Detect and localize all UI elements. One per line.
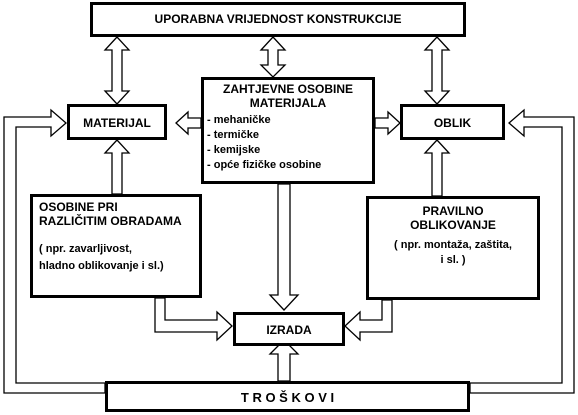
obrade-note-2: hladno oblikovanje i sl.) <box>39 260 164 272</box>
troskovi-text: T R O Š K O V I <box>240 390 335 405</box>
zahtjevne-item-1: - mehaničke <box>207 114 271 126</box>
arrow-oblikovanje-izrada <box>344 299 393 342</box>
materijal-text: MATERIJAL <box>83 116 151 130</box>
arrow-title-oblik <box>423 36 451 105</box>
oblikovanje-box: PRAVILNO OBLIKOVANJE ( npr. montaža, zaš… <box>366 196 540 300</box>
arrow-troskovi-oblik <box>469 108 575 394</box>
oblikovanje-note-2: i sl. ) <box>440 254 466 266</box>
zahtjevne-item-2: - termičke <box>207 129 259 141</box>
arrow-zahtjevne-oblik <box>374 110 401 136</box>
arrow-troskovi-materijal <box>3 108 106 394</box>
arrow-obrade-izrada <box>154 297 233 342</box>
zahtjevne-heading-2: MATERIJALA <box>249 96 327 110</box>
oblik-text: OBLIK <box>433 116 472 130</box>
oblikovanje-note-1: ( npr. montaža, zaštita, <box>394 239 512 251</box>
arrow-obrade-materijal <box>103 139 131 195</box>
arrow-troskovi-izrada <box>268 339 300 382</box>
zahtjevne-box: ZAHTJEVNE OSOBINE MATERIJALA - mehaničke… <box>201 77 375 184</box>
zahtjevne-heading-1: ZAHTJEVNE OSOBINE <box>222 82 354 96</box>
obrade-box: OSOBINE PRI RAZLIČITIM OBRADAMA ( npr. z… <box>30 194 202 298</box>
arrow-title-materijal <box>103 36 131 105</box>
obrade-note-1: ( npr. zavarljivost, <box>39 243 132 255</box>
zahtjevne-item-4: - opće fizičke osobine <box>207 159 322 171</box>
title-text: UPORABNA VRIJEDNOST KONSTRUKCIJE <box>154 12 402 26</box>
oblikovanje-line-2: OBLIKOVANJE <box>410 218 496 232</box>
title-box: UPORABNA VRIJEDNOST KONSTRUKCIJE <box>90 2 466 37</box>
zahtjevne-item-3: - kemijske <box>207 144 261 156</box>
oblikovanje-line-1: PRAVILNO <box>422 204 484 218</box>
izrada-box: IZRADA <box>233 312 345 346</box>
troskovi-box: T R O Š K O V I <box>105 381 470 412</box>
obrade-line-2: RAZLIČITIM OBRADAMA <box>39 214 182 228</box>
obrade-line-1: OSOBINE PRI <box>39 200 118 214</box>
materijal-box: MATERIJAL <box>67 104 167 140</box>
arrow-title-zahtjevne <box>259 36 287 78</box>
izrada-text: IZRADA <box>266 323 312 337</box>
oblik-box: OBLIK <box>400 104 505 140</box>
arrow-zahtjevne-izrada <box>268 183 300 311</box>
arrow-oblikovanje-oblik <box>423 139 451 197</box>
arrow-zahtjevne-materijal <box>175 110 202 136</box>
